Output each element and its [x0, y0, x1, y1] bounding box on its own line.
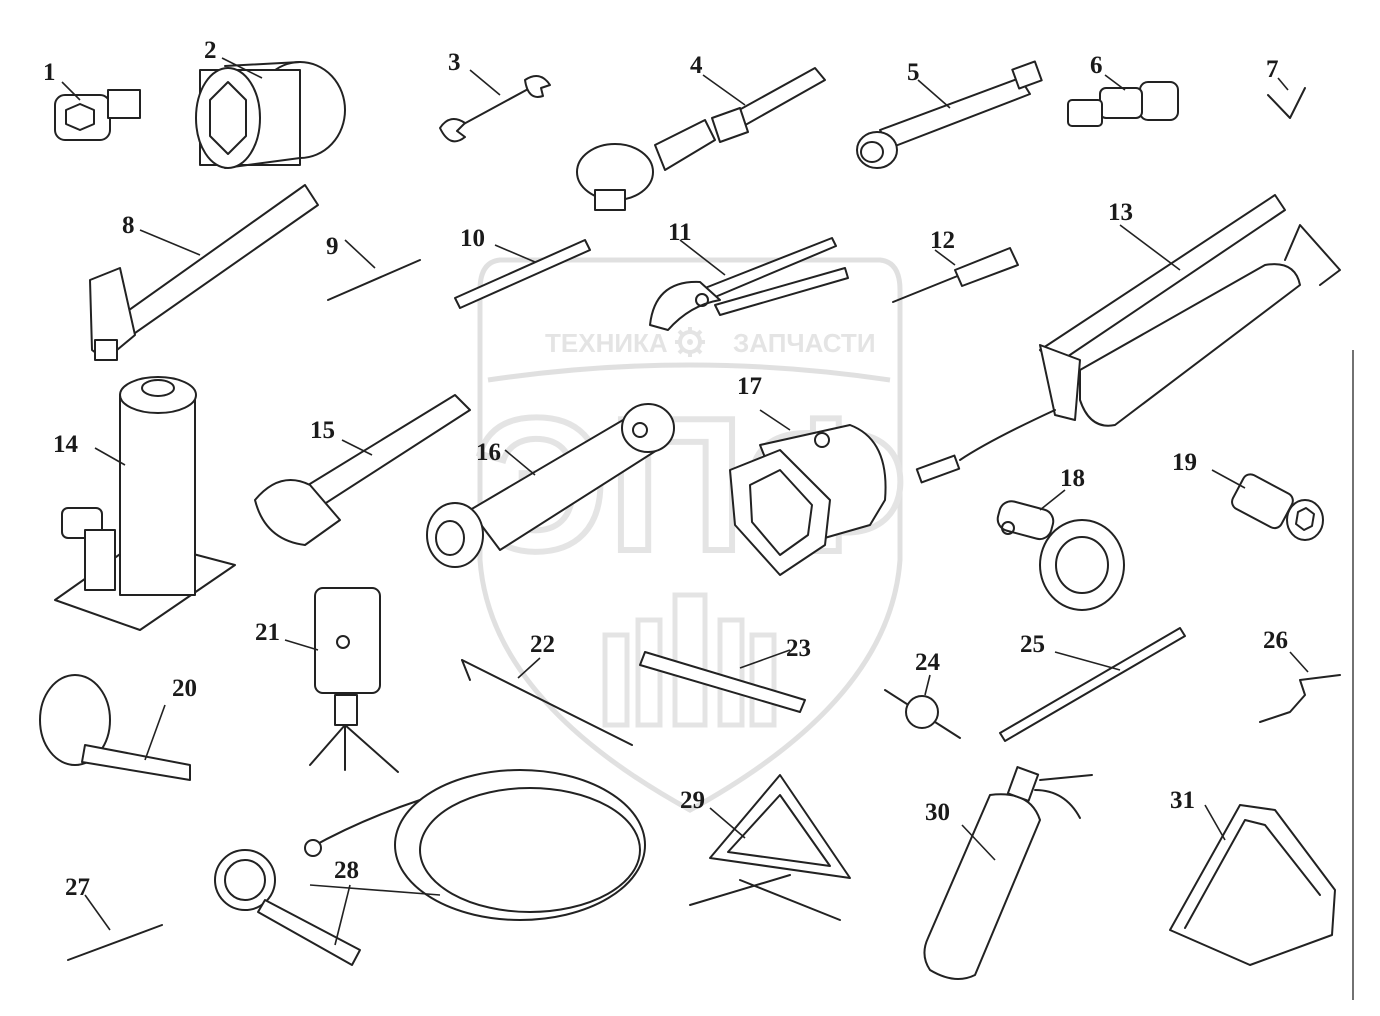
large-socket-icon [195, 57, 346, 169]
callout-15: 15 [310, 417, 335, 444]
callout-25: 25 [1020, 631, 1045, 658]
grease-gun-icon [915, 194, 1341, 484]
universal-joint-icon [1067, 74, 1179, 127]
gear-icon [675, 327, 705, 357]
die-holder-icon [884, 674, 961, 739]
hex-key-icon [1267, 77, 1306, 119]
callout-12: 12 [930, 227, 955, 254]
callout-8: 8 [122, 212, 135, 239]
callout-24: 24 [915, 649, 940, 676]
callout-11: 11 [668, 219, 692, 246]
adjustable-wrench-icon [254, 394, 471, 546]
rod-icon [999, 627, 1186, 742]
callout-3: 3 [448, 49, 461, 76]
callout-31: 31 [1170, 787, 1195, 814]
warning-triangle-icon [689, 774, 851, 921]
watermark-brand-right: ЗАПЧАСТИ [733, 328, 876, 358]
socket-wrench-icon [426, 403, 675, 568]
awl-icon [327, 239, 421, 301]
callout-4: 4 [690, 52, 703, 79]
spanner-socket-icon [996, 489, 1125, 611]
callout-5: 5 [907, 59, 920, 86]
ratchet-handle-icon [576, 67, 826, 211]
callout-18: 18 [1060, 465, 1085, 492]
callout-13: 13 [1108, 199, 1133, 226]
flat-screwdriver-icon [454, 239, 591, 309]
hammer-icon [89, 184, 319, 361]
callout-23: 23 [786, 635, 811, 662]
callout-7: 7 [1266, 56, 1279, 83]
oil-filter-wrench-icon [39, 674, 191, 781]
crank-handle-icon [1259, 651, 1341, 723]
open-end-wrench-icon [439, 69, 551, 143]
callout-6: 6 [1090, 52, 1103, 79]
callout-29: 29 [680, 787, 705, 814]
callout-2: 2 [204, 37, 217, 64]
tube-icon [639, 649, 806, 713]
small-socket-icon [1211, 469, 1324, 541]
callout-16: 16 [476, 439, 501, 466]
socket-adapter-icon [54, 81, 141, 141]
phillips-screwdriver-icon [892, 247, 1019, 303]
callout-21: 21 [255, 619, 280, 646]
callout-19: 19 [1172, 449, 1197, 476]
callout-10: 10 [460, 225, 485, 252]
wheel-chock-icon [1169, 804, 1336, 966]
tire-inflator-hose-icon [214, 769, 646, 966]
callout-9: 9 [326, 233, 339, 260]
watermark: ТЕХНИКА ЗАПЧАСТИ ЭПФ [470, 257, 910, 813]
fire-extinguisher-icon [923, 766, 1093, 980]
callout-28: 28 [334, 857, 359, 884]
callout-27: 27 [65, 874, 90, 901]
watermark-brand-left: ТЕХНИКА [545, 328, 668, 358]
watermark-wheat-icon [602, 592, 777, 728]
pliers-icon [649, 237, 849, 331]
extension-bar-icon [856, 60, 1043, 169]
pry-bar-icon [461, 657, 633, 746]
hex-socket-icon [729, 409, 887, 576]
bottle-jack-icon [54, 376, 236, 631]
callout-14: 14 [53, 431, 78, 458]
callout-22: 22 [530, 631, 555, 658]
callout-1: 1 [43, 59, 56, 86]
callout-20: 20 [172, 675, 197, 702]
callout-30: 30 [925, 799, 950, 826]
valve-tool-icon [67, 894, 163, 961]
callout-26: 26 [1263, 627, 1288, 654]
inspection-lamp-icon [284, 587, 399, 773]
callout-17: 17 [737, 373, 762, 400]
